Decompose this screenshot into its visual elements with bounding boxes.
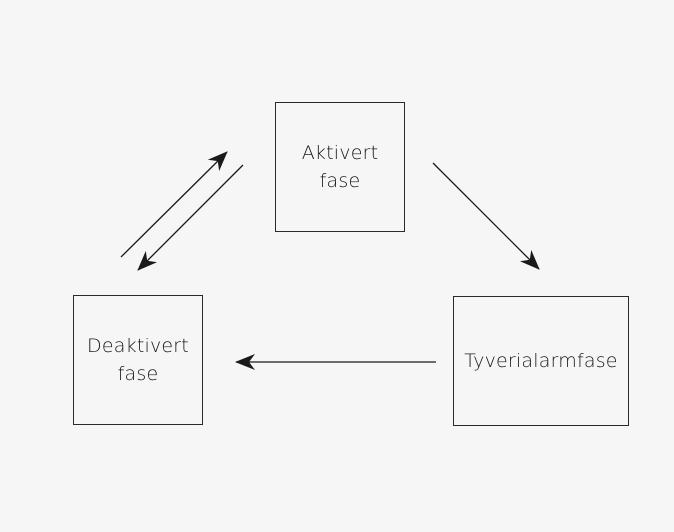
- node-alarm-phase: Tyverialarmfase: [453, 296, 629, 426]
- node-alarm-label: Tyverialarmfase: [464, 347, 617, 375]
- node-active-phase: Aktivert fase: [275, 102, 405, 232]
- arrow-active-to-alarm: [432, 162, 540, 270]
- node-deactivated-phase: Deaktivert fase: [73, 295, 203, 425]
- node-deactivated-line-2: fase: [117, 363, 159, 385]
- arrow-active-to-deactivated: [137, 164, 244, 271]
- arrow-deactivated-to-active: [120, 151, 228, 258]
- node-deactivated-line-1: Deaktivert: [87, 335, 189, 357]
- node-active-line-2: fase: [319, 170, 361, 192]
- node-deactivated-label: Deaktivert fase: [87, 332, 189, 388]
- node-active-line-1: Aktivert: [301, 142, 379, 164]
- node-active-label: Aktivert fase: [302, 139, 379, 195]
- node-alarm-line-1: Tyverialarmfase: [464, 350, 618, 372]
